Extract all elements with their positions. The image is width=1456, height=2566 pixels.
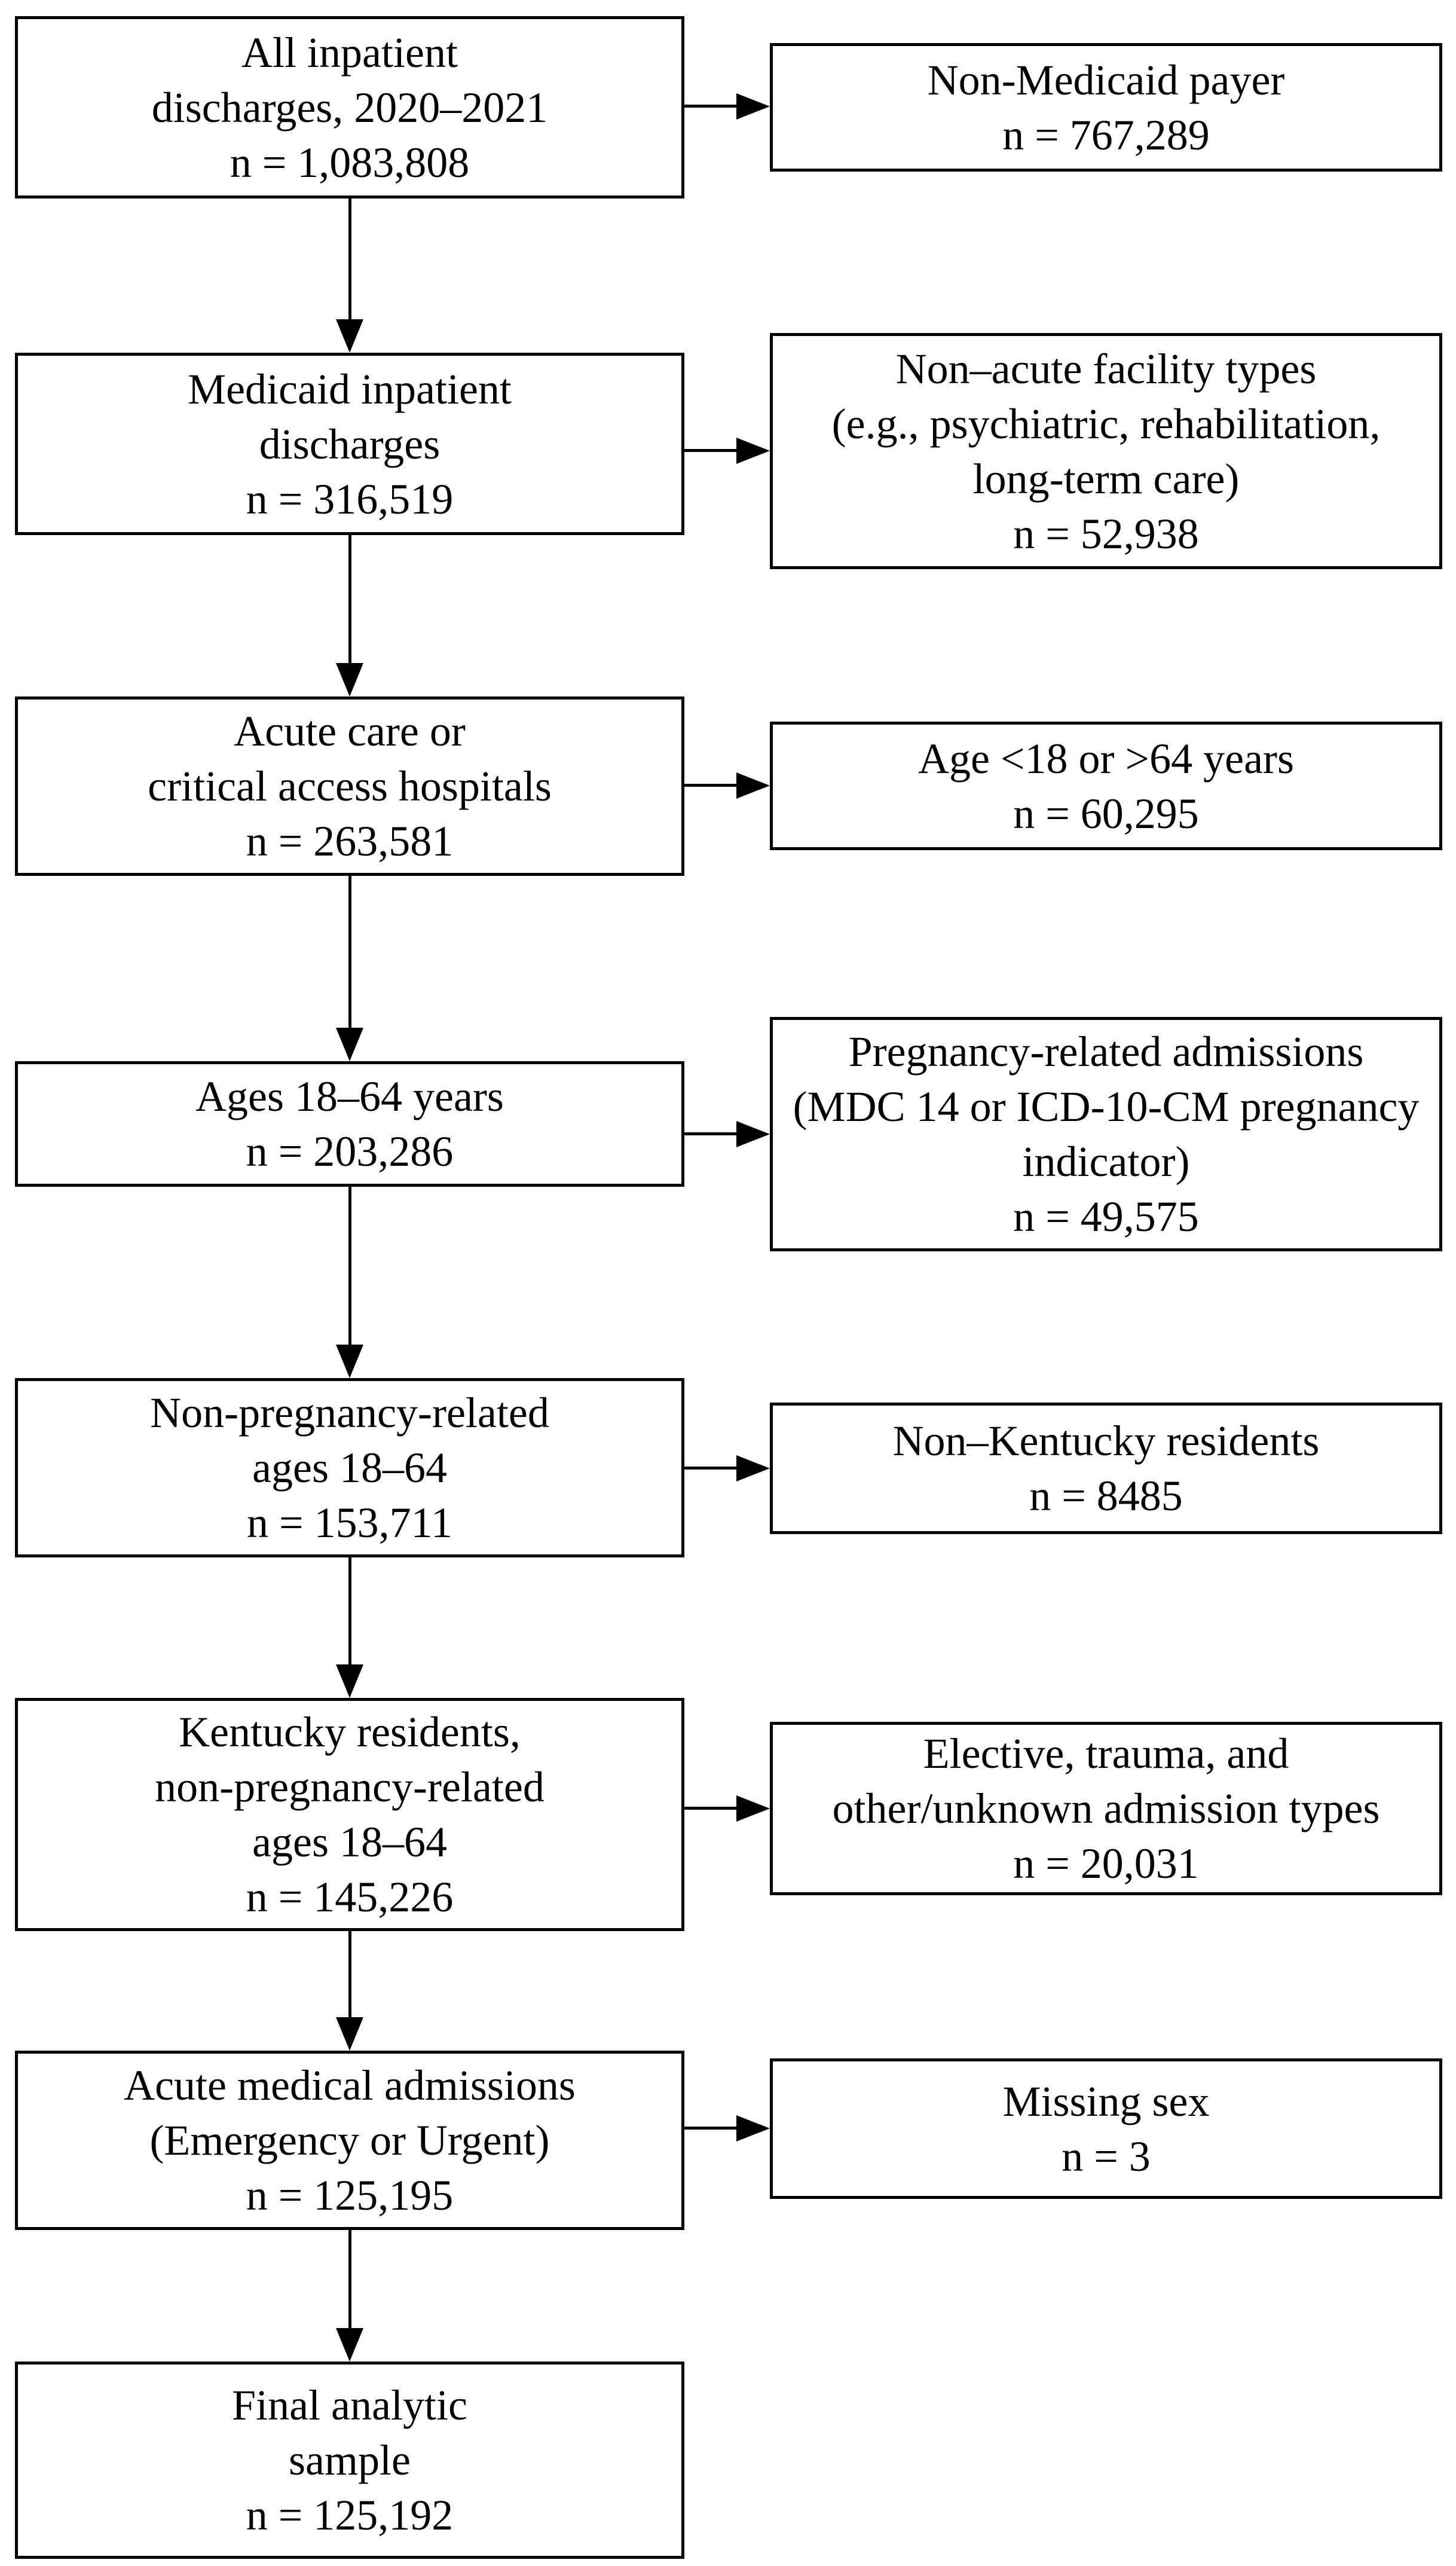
exclusion-box-non-medicaid-payer: Non-Medicaid payer n = 767,289 xyxy=(770,43,1442,172)
arrow-right-line-1 xyxy=(684,105,739,108)
flow-box-medicaid-inpatient-discharges: Medicaid inpatient discharges n = 316,51… xyxy=(15,353,684,535)
arrow-right-line-3 xyxy=(684,784,739,787)
arrow-down-head-icon xyxy=(336,1664,363,1698)
flow-box-non-pregnancy-related: Non-pregnancy-related ages 18–64 n = 153… xyxy=(15,1378,684,1557)
exclusion-box-missing-sex: Missing sex n = 3 xyxy=(770,2058,1442,2199)
arrow-down-line-5 xyxy=(348,1557,351,1667)
arrow-down-line-2 xyxy=(348,535,351,665)
arrow-right-head-icon xyxy=(736,1795,770,1822)
exclusion-box-non-kentucky-residents: Non–Kentucky residents n = 8485 xyxy=(770,1403,1442,1534)
flow-box-final-analytic-sample: Final analytic sample n = 125,192 xyxy=(15,2362,684,2559)
flow-box-ages-18-64: Ages 18–64 years n = 203,286 xyxy=(15,1061,684,1187)
arrow-down-head-icon xyxy=(336,1345,363,1378)
arrow-down-line-4 xyxy=(348,1187,351,1347)
flow-box-acute-medical-admissions: Acute medical admissions (Emergency or U… xyxy=(15,2051,684,2230)
arrow-right-head-icon xyxy=(736,772,770,799)
flow-box-kentucky-residents: Kentucky residents, non-pregnancy-relate… xyxy=(15,1698,684,1931)
exclusion-box-pregnancy-related: Pregnancy-related admissions (MDC 14 or … xyxy=(770,1017,1442,1251)
arrow-right-line-2 xyxy=(684,449,739,452)
arrow-right-head-icon xyxy=(736,2115,770,2142)
arrow-right-head-icon xyxy=(736,1455,770,1481)
exclusion-box-age-out-of-range: Age <18 or >64 years n = 60,295 xyxy=(770,722,1442,850)
arrow-right-head-icon xyxy=(736,438,770,464)
arrow-right-line-4 xyxy=(684,1132,739,1135)
arrow-down-line-7 xyxy=(348,2230,351,2330)
arrow-down-head-icon xyxy=(336,1028,363,1061)
arrow-down-head-icon xyxy=(336,319,363,353)
arrow-down-line-3 xyxy=(348,876,351,1030)
flow-box-acute-care-hospitals: Acute care or critical access hospitals … xyxy=(15,697,684,876)
arrow-right-line-5 xyxy=(684,1467,739,1470)
arrow-down-head-icon xyxy=(336,663,363,697)
arrow-right-line-6 xyxy=(684,1807,739,1810)
exclusion-box-elective-trauma-other: Elective, trauma, and other/unknown admi… xyxy=(770,1722,1442,1895)
arrow-right-line-7 xyxy=(684,2127,739,2130)
flow-box-all-inpatient-discharges: All inpatient discharges, 2020–2021 n = … xyxy=(15,16,684,198)
arrow-down-head-icon xyxy=(336,2328,363,2362)
arrow-down-line-6 xyxy=(348,1931,351,2020)
exclusion-box-non-acute-facility: Non–acute facility types (e.g., psychiat… xyxy=(770,333,1442,569)
arrow-right-head-icon xyxy=(736,93,770,120)
arrow-down-line-1 xyxy=(348,198,351,322)
arrow-down-head-icon xyxy=(336,2017,363,2051)
arrow-right-head-icon xyxy=(736,1121,770,1147)
